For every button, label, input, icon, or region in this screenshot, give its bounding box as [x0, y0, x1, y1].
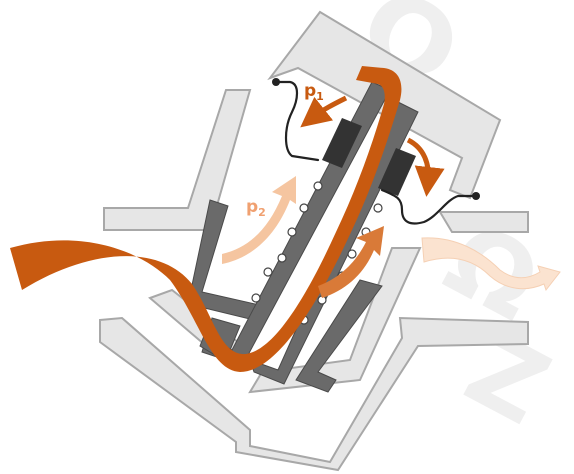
outlet-pipe-upper — [440, 212, 528, 232]
coil — [264, 268, 272, 276]
label-p2-main: p — [246, 197, 258, 217]
inlet-pipe-upper — [104, 90, 250, 230]
coil — [278, 254, 286, 262]
coil — [374, 204, 382, 212]
coil — [348, 250, 356, 258]
diaphragm-anchor-left — [272, 78, 280, 86]
coil — [300, 204, 308, 212]
label-p2-sub: 2 — [258, 206, 266, 219]
coil — [288, 228, 296, 236]
label-p1-main: p — [304, 81, 316, 101]
label-p1-sub: 1 — [316, 90, 324, 103]
coil — [314, 182, 322, 190]
diaphragm-anchor-right — [472, 192, 480, 200]
coil — [252, 294, 260, 302]
label-p2: p2 — [246, 197, 266, 219]
label-p1: p1 — [304, 81, 324, 103]
